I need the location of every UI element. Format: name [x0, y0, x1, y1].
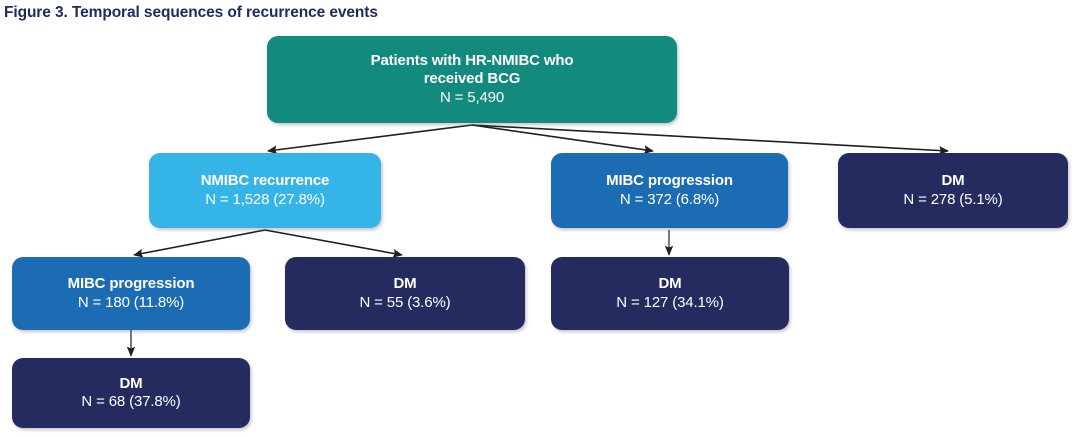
node-dm-l3-b-label: DM	[658, 275, 682, 293]
node-dm-l2-count: N = 278 (5.1%)	[903, 190, 1003, 208]
node-dm-l3-a[interactable]: DM N = 55 (3.6%)	[285, 257, 525, 330]
node-mibc-progression-l3-label: MIBC progression	[67, 275, 195, 293]
node-mibc-progression-l2[interactable]: MIBC progression N = 372 (6.8%)	[551, 153, 788, 228]
node-mibc-progression-l2-count: N = 372 (6.8%)	[619, 190, 720, 208]
node-dm-l4-count: N = 68 (37.8%)	[81, 393, 181, 410]
node-dm-l3-b[interactable]: DM N = 127 (34.1%)	[551, 257, 789, 330]
node-dm-l3-a-label: DM	[393, 275, 417, 293]
node-nmibc-recurrence[interactable]: NMIBC recurrence N = 1,528 (27.8%)	[149, 153, 381, 228]
edge-nmibc-to-dm-l3-a	[264, 229, 403, 258]
edge-nmibc-to-mibc-progression-l3	[133, 229, 266, 258]
node-nmibc-recurrence-label: NMIBC recurrence	[200, 172, 330, 190]
node-root-label-line2: received BCG	[423, 70, 521, 88]
edge-root-to-nmibc-recurrence	[267, 124, 473, 155]
edge-root-to-mibc-progression-l2	[471, 124, 654, 155]
node-mibc-progression-l3[interactable]: MIBC progression N = 180 (11.8%)	[12, 257, 250, 330]
node-dm-l4[interactable]: DM N = 68 (37.8%)	[12, 358, 250, 428]
node-mibc-progression-l3-count: N = 180 (11.8%)	[77, 293, 185, 311]
node-mibc-progression-l2-label: MIBC progression	[606, 172, 733, 190]
node-dm-l2-label: DM	[941, 172, 965, 190]
page-title: Figure 3. Temporal sequences of recurren…	[4, 4, 378, 21]
node-nmibc-recurrence-count: N = 1,528 (27.8%)	[205, 190, 325, 208]
node-dm-l2[interactable]: DM N = 278 (5.1%)	[838, 153, 1068, 228]
edge-root-to-dm-l2	[471, 124, 949, 155]
node-dm-l3-b-count: N = 127 (34.1%)	[616, 293, 724, 311]
node-dm-l3-a-count: N = 55 (3.6%)	[359, 293, 451, 311]
node-root-count: N = 5,490	[439, 88, 505, 106]
node-root-label-line1: Patients with HR-NMIBC who	[370, 52, 574, 70]
node-dm-l4-label: DM	[119, 374, 143, 392]
node-root[interactable]: Patients with HR-NMIBC who received BCG …	[267, 36, 677, 123]
